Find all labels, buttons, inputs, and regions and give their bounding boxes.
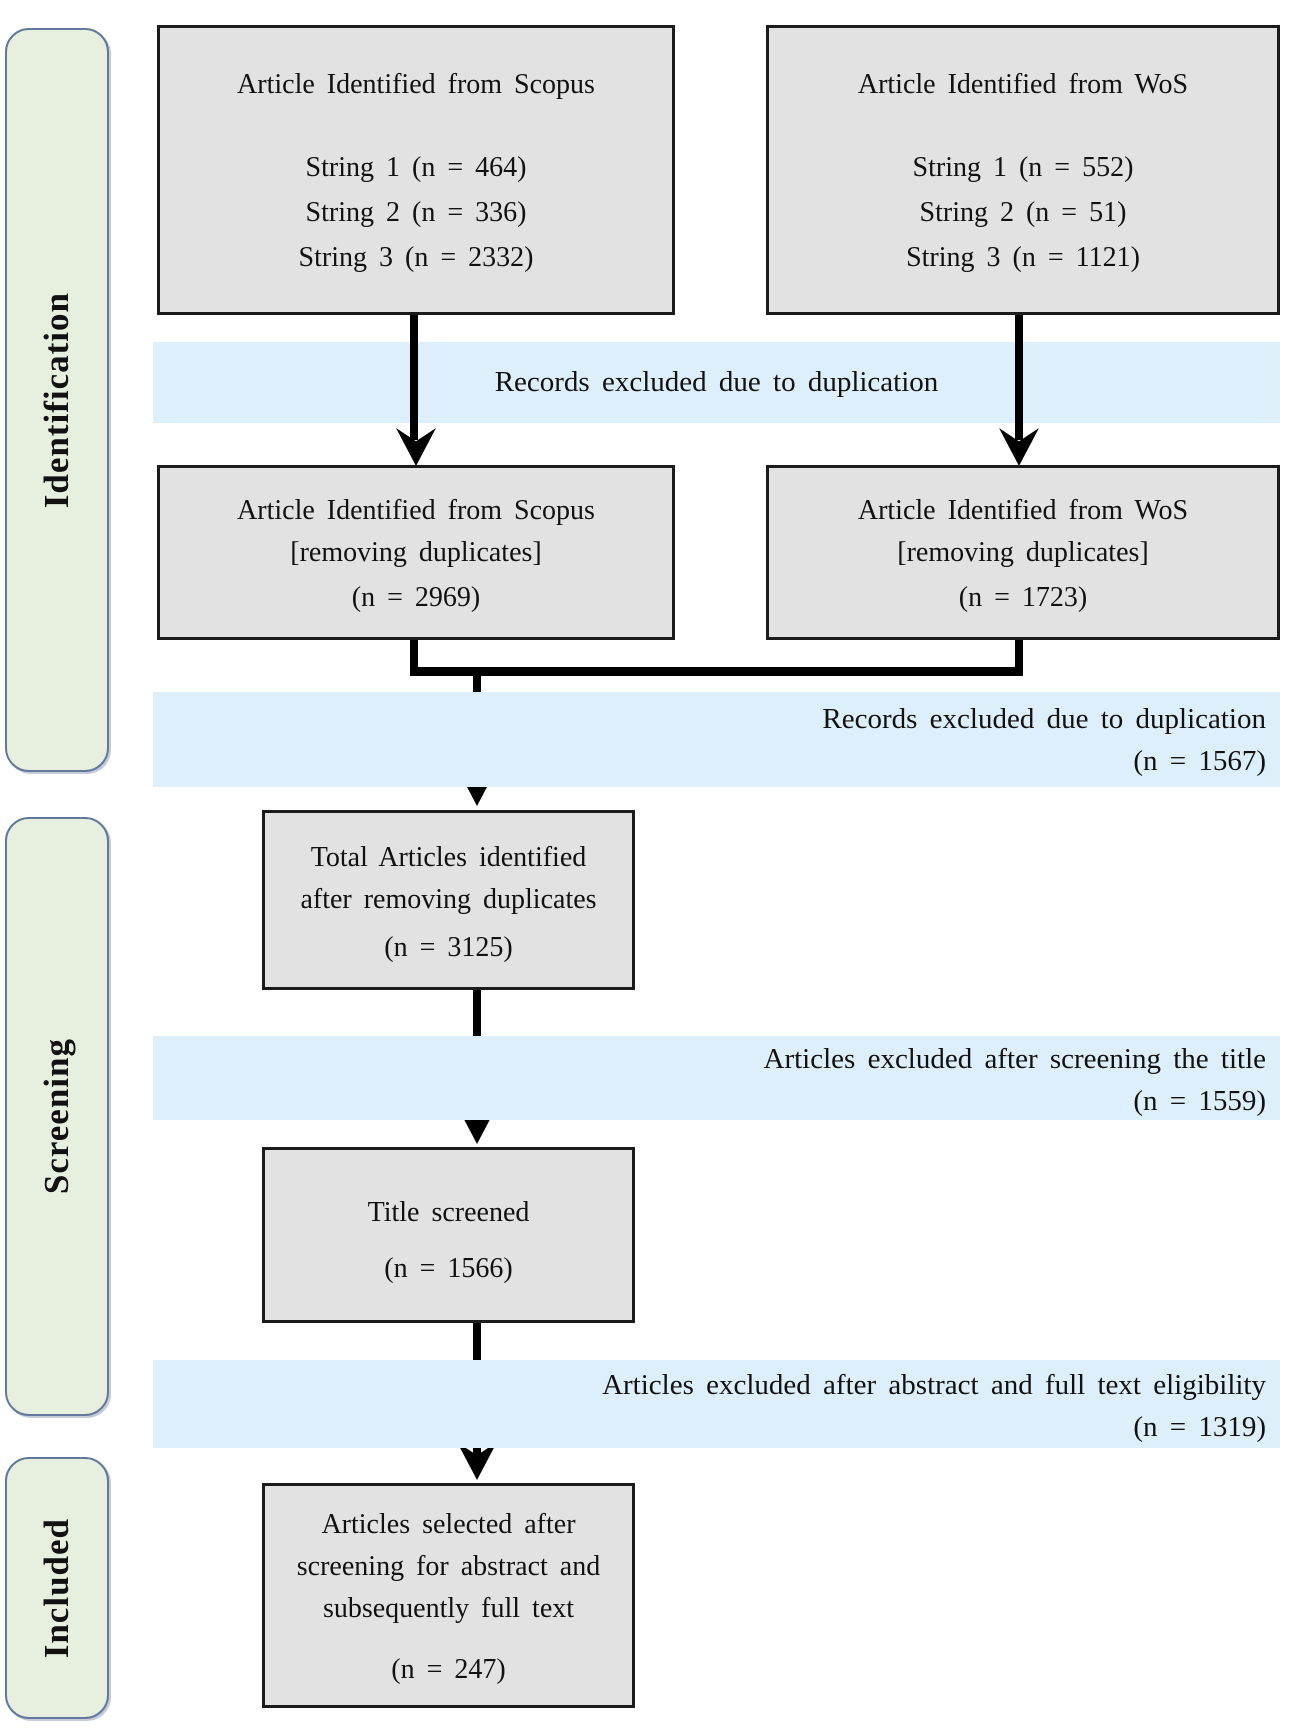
band-excluded-fulltext: Articles excluded after abstract and ful…: [153, 1360, 1280, 1448]
box-scopus-dedup: Article Identified from Scopus [removing…: [157, 465, 675, 640]
record-count: (n = 1566): [384, 1253, 513, 1284]
band-count: (n = 1567): [1133, 745, 1266, 778]
box-subtitle: [removing duplicates]: [897, 537, 1149, 568]
band-text: Articles excluded after screening the ti…: [763, 1043, 1266, 1075]
box-title: Total Articles identified: [310, 842, 587, 873]
band-count: (n = 1319): [1133, 1411, 1266, 1444]
box-scopus-identified: Article Identified from Scopus String 1 …: [157, 25, 675, 315]
band-excluded-title-screening: Articles excluded after screening the ti…: [153, 1036, 1280, 1120]
string-count: String 1 (n = 552): [912, 152, 1134, 183]
string-count: String 1 (n = 464): [305, 152, 527, 183]
band-text: Records excluded due to duplication: [822, 703, 1266, 735]
box-title-screened: Title screened (n = 1566): [262, 1147, 635, 1323]
box-articles-selected: Articles selected after screening for ab…: [262, 1483, 635, 1708]
box-wos-identified: Article Identified from WoS String 1 (n …: [766, 25, 1280, 315]
band-count: (n = 1559): [1133, 1085, 1266, 1118]
box-title: Article Identified from Scopus: [237, 495, 595, 526]
band-excluded-duplication-1: Records excluded due to duplication: [153, 342, 1280, 423]
merge-connector-horizontal: [410, 667, 1023, 676]
string-count: String 3 (n = 2332): [298, 241, 534, 273]
stage-screening: Screening: [5, 817, 109, 1416]
merge-connector-right: [1015, 640, 1023, 676]
band-text: Articles excluded after abstract and ful…: [602, 1369, 1266, 1401]
string-count: String 2 (n = 336): [305, 196, 527, 228]
box-title: Article Identified from WoS: [857, 69, 1189, 100]
merge-connector-left: [410, 640, 418, 676]
box-title: Article Identified from Scopus: [237, 69, 595, 100]
search-strings: String 1 (n = 552) String 2 (n = 51) Str…: [906, 146, 1140, 280]
string-count: String 2 (n = 51): [919, 196, 1127, 228]
stage-label: Identification: [37, 291, 76, 509]
arrow-wos-down: [1015, 315, 1023, 440]
stage-identification: Identification: [5, 28, 109, 772]
band-text: Records excluded due to duplication: [494, 366, 939, 399]
record-count: (n = 3125): [384, 932, 513, 963]
arrow-scopus-down: [410, 315, 418, 440]
box-wos-dedup: Article Identified from WoS [removing du…: [766, 465, 1280, 640]
band-excluded-duplication-2: Records excluded due to duplication (n =…: [153, 692, 1280, 787]
stage-included: Included: [5, 1457, 109, 1719]
search-strings: String 1 (n = 464) String 2 (n = 336) St…: [299, 146, 534, 280]
record-count: (n = 2969): [351, 582, 481, 613]
string-count: String 3 (n = 1121): [906, 241, 1140, 273]
box-title: Article Identified from WoS: [857, 495, 1189, 526]
box-subtitle: [removing duplicates]: [290, 537, 542, 568]
box-title: after removing duplicates: [300, 884, 597, 915]
box-title: screening for abstract and: [296, 1551, 601, 1582]
box-title: subsequently full text: [322, 1593, 575, 1624]
box-title: Articles selected after: [321, 1509, 576, 1540]
record-count: (n = 1723): [958, 582, 1088, 613]
stage-label: Screening: [37, 1038, 76, 1195]
record-count: (n = 247): [391, 1654, 506, 1685]
box-title: Title screened: [367, 1197, 530, 1228]
stage-label: Included: [37, 1517, 76, 1659]
box-total-articles: Total Articles identified after removing…: [262, 810, 635, 990]
